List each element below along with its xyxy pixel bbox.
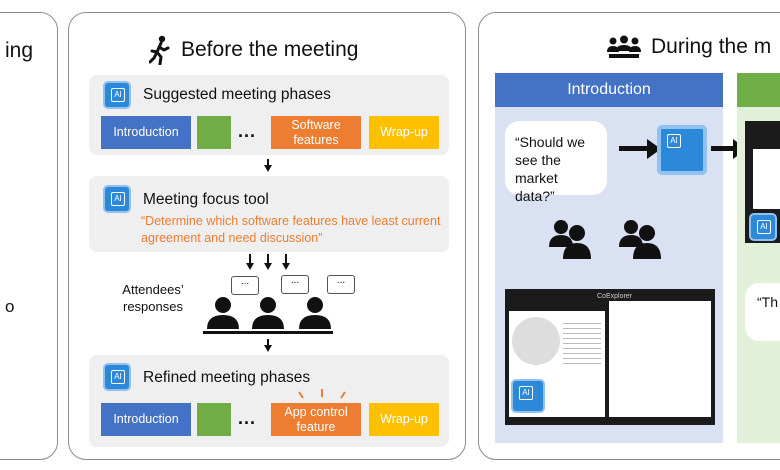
flow-arrow-head (264, 345, 272, 352)
question-bubble: “Should we see the market data?” (505, 121, 607, 204)
intro-column-header: Introduction (495, 73, 723, 107)
response-arrow-head (246, 263, 254, 270)
refined-phases-card: Refined meeting phases Introduction ... … (89, 355, 449, 447)
previous-stage-panel: ing o (0, 12, 58, 460)
flow-arrow-line (267, 339, 269, 346)
phase-software-features: Software features (271, 116, 361, 149)
flow-arrow-line (267, 159, 269, 166)
intro-column: “Should we see the market data?” CoExplo… (495, 107, 723, 443)
phase-app-control-feature: App control feature (271, 403, 361, 436)
refined-phases-title: Refined meeting phases (143, 369, 311, 386)
highlight-rays-icon (298, 389, 346, 399)
headphones-image (512, 317, 560, 365)
response-arrow-head (282, 263, 290, 270)
walking-person-icon (149, 35, 170, 65)
ai-chip-icon (511, 379, 545, 413)
answer-bubble: “Th is... (745, 283, 780, 341)
coexplorer-screenshot: CoExplorer (505, 289, 715, 425)
response-bubble: ... (327, 275, 355, 294)
chart-slide (753, 149, 780, 209)
during-meeting-title: During the m (651, 35, 772, 58)
before-meeting-title: Before the meeting (181, 38, 359, 61)
arrow-right-icon (619, 139, 661, 159)
suggested-phases-title: Suggested meeting phases (143, 86, 331, 103)
response-arrow-line (285, 254, 287, 264)
attendees-label: Attendees’ responses (122, 282, 184, 314)
phase-green (197, 403, 231, 436)
phase-wrap-up: Wrap-up (369, 403, 439, 436)
response-bubble: ... (281, 275, 309, 294)
slide-text-lines (563, 319, 601, 365)
market-data-screenshot (745, 121, 780, 243)
ai-assistant-icon (657, 125, 707, 175)
coexplorer-app-name: CoExplorer (597, 293, 633, 300)
next-column-header (737, 73, 780, 107)
phase-introduction: Introduction (101, 116, 191, 149)
focus-tool-quote: “Determine which software features have … (141, 214, 441, 245)
ai-chip-icon (103, 363, 131, 391)
phase-ellipsis: ... (238, 121, 257, 141)
next-column: “Th is... (737, 107, 780, 443)
phase-ellipsis: ... (238, 408, 257, 428)
response-arrow-line (249, 254, 251, 264)
focus-tool-title: Meeting focus tool (143, 191, 269, 208)
response-arrow-head (264, 263, 272, 270)
phase-wrap-up: Wrap-up (369, 116, 439, 149)
ai-chip-icon (103, 185, 131, 213)
response-bubble: ... (231, 276, 259, 295)
before-meeting-panel: Before the meeting Suggested meeting pha… (68, 12, 466, 460)
ai-chip-icon (749, 213, 777, 241)
attendees-icon (203, 297, 333, 334)
shared-slide (509, 311, 605, 417)
previous-stage-text: o (5, 297, 15, 316)
suggested-phases-card: Suggested meeting phases Introduction ..… (89, 75, 449, 155)
group-people-icon (607, 35, 641, 58)
ai-chip-icon (103, 81, 131, 109)
attendees-group-icon (549, 220, 661, 259)
during-meeting-panel: During the m Introduction “Should we see… (478, 12, 780, 460)
during-meeting-heading: During the m (607, 35, 771, 59)
focus-tool-card: Meeting focus tool “Determine which soft… (89, 176, 449, 252)
phase-green (197, 116, 231, 149)
previous-stage-title: ing (5, 39, 34, 62)
response-arrow-line (267, 254, 269, 264)
phase-introduction: Introduction (101, 403, 191, 436)
flow-arrow-head (264, 165, 272, 172)
notes-pane (609, 301, 711, 417)
before-meeting-heading: Before the meeting (149, 35, 358, 65)
